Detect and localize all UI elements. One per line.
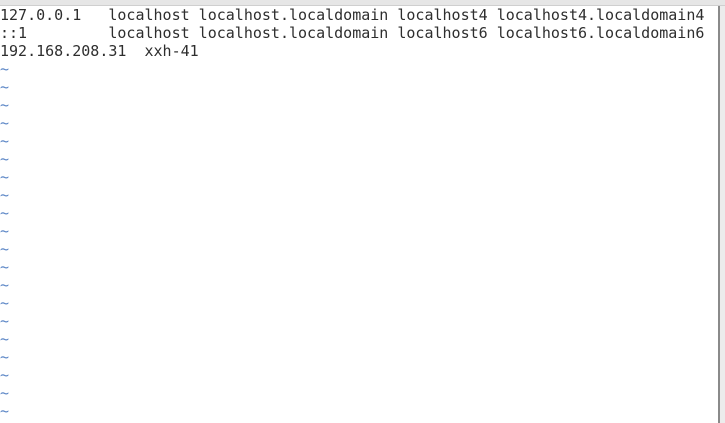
empty-line-tilde: ~ <box>0 204 10 222</box>
buffer-line[interactable]: 192.168.208.31 xxh-41 <box>0 42 199 60</box>
empty-line-tilde: ~ <box>0 312 10 330</box>
empty-line-tilde: ~ <box>0 276 10 294</box>
empty-line-tilde: ~ <box>0 348 10 366</box>
empty-line-tilde: ~ <box>0 240 10 258</box>
empty-line-tilde: ~ <box>0 222 10 240</box>
empty-line-tilde: ~ <box>0 294 10 312</box>
empty-line-tilde: ~ <box>0 132 10 150</box>
empty-line-tilde: ~ <box>0 186 10 204</box>
empty-line-tilde: ~ <box>0 330 10 348</box>
empty-line-tilde: ~ <box>0 402 10 420</box>
scrollbar[interactable] <box>718 6 725 423</box>
empty-line-tilde: ~ <box>0 60 10 78</box>
vim-editor[interactable]: 127.0.0.1 localhost localhost.localdomai… <box>0 6 718 423</box>
empty-line-tilde: ~ <box>0 150 10 168</box>
empty-line-tilde: ~ <box>0 366 10 384</box>
empty-line-tilde: ~ <box>0 96 10 114</box>
empty-line-tilde: ~ <box>0 258 10 276</box>
empty-line-tilde: ~ <box>0 78 10 96</box>
empty-line-tilde: ~ <box>0 384 10 402</box>
buffer-line[interactable]: ::1 localhost localhost.localdomain loca… <box>0 24 705 42</box>
empty-line-tilde: ~ <box>0 168 10 186</box>
window-tab-strip <box>0 0 725 6</box>
empty-line-tilde: ~ <box>0 114 10 132</box>
buffer-line[interactable]: 127.0.0.1 localhost localhost.localdomai… <box>0 6 705 24</box>
